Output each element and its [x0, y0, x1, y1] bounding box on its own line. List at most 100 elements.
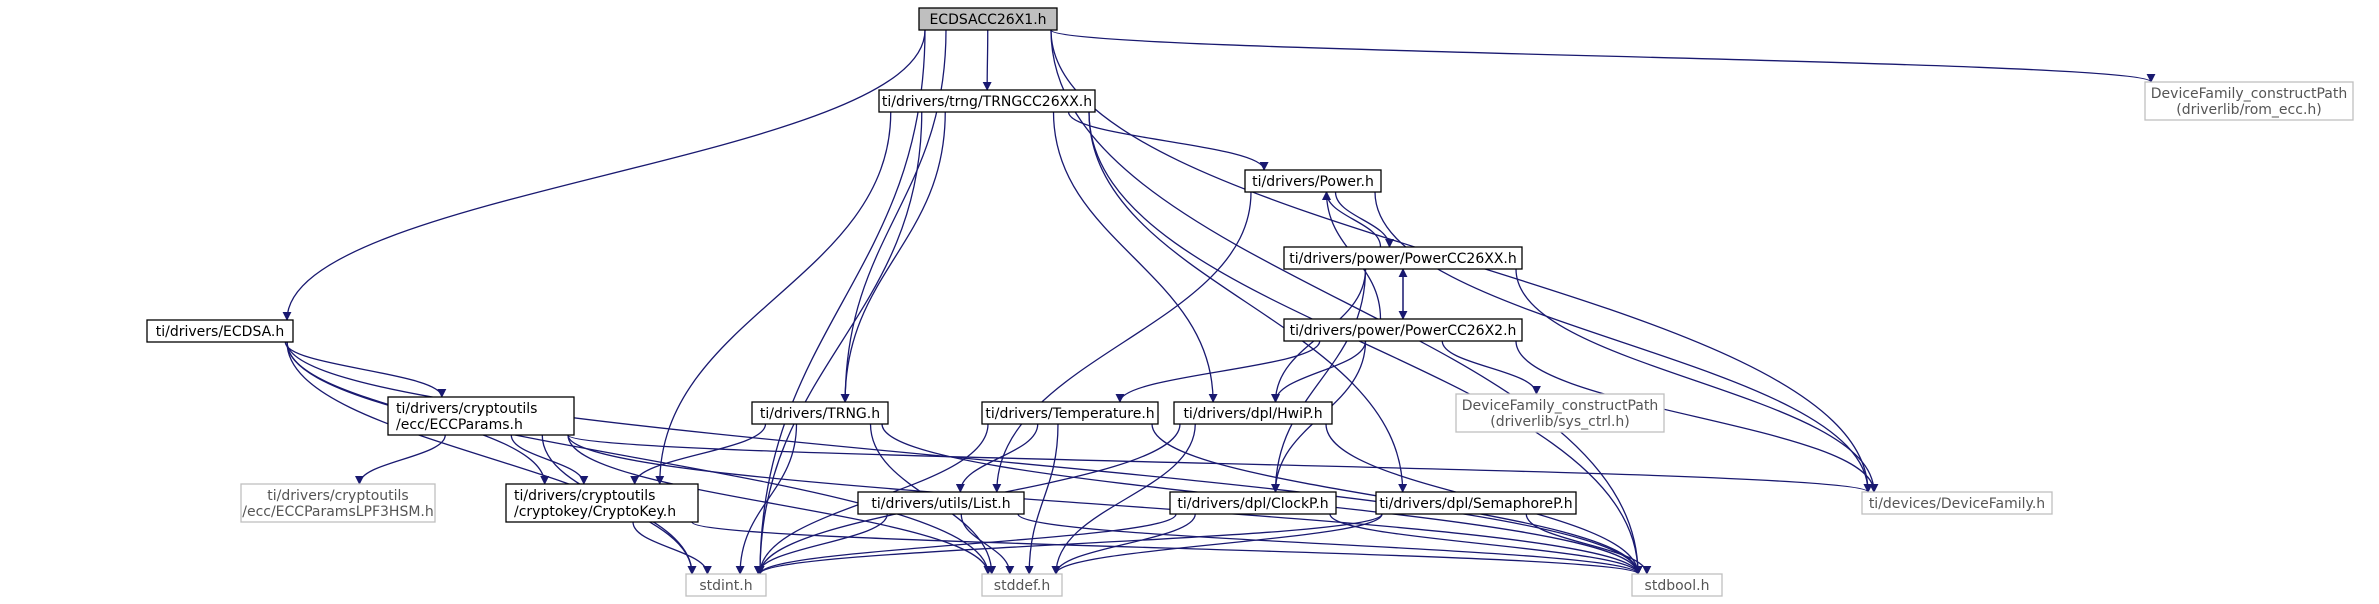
node-label: ti/drivers/power/PowerCC26XX.h — [1289, 251, 1516, 267]
node-box — [2144, 81, 2354, 121]
edge-line — [1271, 268, 1367, 493]
node-devicefamily-constructpath-driverlib-sys-ctrl-h: DeviceFamily_constructPath(driverlib/sys… — [1455, 393, 1665, 433]
edge-line — [1088, 111, 1643, 575]
edge-line — [1322, 191, 1382, 248]
edge-line — [567, 434, 1643, 575]
node-ti-drivers-temperature-h[interactable]: ti/drivers/Temperature.h — [981, 401, 1159, 425]
node-ti-drivers-cryptoutils-cryptokey-cryptokey-h[interactable]: ti/drivers/cryptoutils/cryptokey/CryptoK… — [505, 483, 699, 523]
node-label: ti/drivers/TRNG.h — [760, 406, 880, 422]
edge-line — [1374, 191, 1873, 493]
edge-powercc26xx-to-devicefamily — [1515, 268, 1879, 493]
node-label: ti/drivers/dpl/ClockP.h — [1177, 496, 1328, 512]
edge-powercc26x2-to-dfsys — [1441, 340, 1541, 395]
node-box — [1861, 491, 2053, 515]
node-ti-drivers-ecdsa-h[interactable]: ti/drivers/ECDSA.h — [146, 319, 294, 343]
edge-line — [630, 423, 767, 485]
edge-power-to-powercc26xx — [1334, 191, 1394, 248]
edge-line — [1271, 340, 1367, 403]
node-box — [857, 491, 1025, 515]
node-label: ti/drivers/cryptoutils — [396, 401, 537, 417]
edge-powercc26x2-to-hwip — [1271, 340, 1367, 403]
edge-trngcc-to-trng — [840, 111, 946, 403]
edge-ecdsacc-to-trng — [840, 29, 947, 403]
node-box — [878, 89, 1096, 113]
node-label: ti/drivers/Power.h — [1252, 174, 1374, 190]
node-ti-drivers-trng-trngcc26xx-h[interactable]: ti/drivers/trng/TRNGCC26XX.h — [878, 89, 1096, 113]
edge-powercc26x2-to-devicefamily — [1515, 340, 1879, 493]
node-label: DeviceFamily_constructPath — [2151, 86, 2347, 102]
edge-ecdsacc-to-trngcc — [982, 29, 992, 91]
node-box — [240, 483, 436, 523]
edge-line — [632, 521, 712, 575]
node-label: DeviceFamily_constructPath — [1462, 398, 1658, 414]
node-label: ti/drivers/cryptoutils — [514, 488, 655, 504]
edge-line — [284, 341, 447, 398]
node-label: /ecc/ECCParamsLPF3HSM.h — [242, 504, 434, 520]
edge-trngcc-to-hwip — [1052, 111, 1218, 403]
node-label: ti/drivers/utils/List.h — [871, 496, 1010, 512]
node-ti-drivers-cryptoutils-ecc-eccparamslpf3hsm-h: ti/drivers/cryptoutils/ecc/ECCParamsLPF3… — [240, 483, 436, 523]
edge-cryptokey-to-stdbool — [691, 521, 1643, 575]
edge-trngcc-to-power — [1067, 111, 1269, 171]
edge-eccparams-to-stddef — [567, 434, 993, 575]
node-ti-drivers-cryptoutils-ecc-eccparams-h[interactable]: ti/drivers/cryptoutils/ecc/ECCParams.h — [387, 396, 575, 436]
node-label: ti/drivers/dpl/SemaphoreP.h — [1379, 496, 1572, 512]
edge-semaphorep-to-stdbool — [1525, 513, 1652, 575]
edge-ecdsa-to-stdint — [286, 341, 697, 575]
edge-line — [1051, 513, 1196, 575]
node-box — [1169, 491, 1337, 515]
edge-line — [510, 434, 589, 485]
edge-line — [755, 513, 1383, 575]
dependency-edges — [282, 29, 2156, 575]
node-ti-drivers-dpl-hwip-h[interactable]: ti/drivers/dpl/HwiP.h — [1173, 401, 1333, 425]
edge-temperature-to-stddef — [1024, 423, 1059, 575]
edge-line — [1515, 340, 1879, 493]
edge-trng-to-stdint — [735, 423, 798, 575]
edge-line — [982, 29, 992, 91]
edge-ecdsacc-to-ecdsa — [282, 29, 926, 321]
edge-semaphorep-to-stddef — [1051, 513, 1383, 575]
node-label: ti/drivers/dpl/HwiP.h — [1183, 406, 1322, 422]
edge-clockp-to-stddef — [1051, 513, 1196, 575]
node-ti-drivers-dpl-semaphorep-h[interactable]: ti/drivers/dpl/SemaphoreP.h — [1375, 491, 1577, 515]
edge-line — [840, 111, 946, 403]
edge-line — [840, 29, 947, 403]
node-label: /ecc/ECCParams.h — [396, 417, 523, 433]
edge-semaphorep-to-stdint — [755, 513, 1383, 575]
node-box — [505, 483, 699, 523]
node-ecdsacc26x1-h[interactable]: ECDSACC26X1.h — [918, 7, 1058, 31]
edge-power-to-list — [992, 191, 1252, 493]
edge-line — [567, 434, 993, 575]
edge-line — [755, 111, 923, 575]
edge-clockp-to-stdbool — [1329, 513, 1643, 575]
node-box — [685, 573, 767, 597]
node-ti-drivers-power-h[interactable]: ti/drivers/Power.h — [1244, 169, 1382, 193]
node-label: ti/drivers/ECDSA.h — [156, 324, 285, 340]
edge-line — [1441, 340, 1541, 395]
node-box — [918, 7, 1058, 31]
edge-trng-to-cryptokey — [630, 423, 767, 485]
node-label: ti/drivers/trng/TRNGCC26XX.h — [882, 94, 1092, 110]
edge-ecdsa-to-stddef — [286, 341, 993, 575]
node-box — [387, 396, 575, 436]
edge-line — [755, 513, 1177, 575]
edge-line — [282, 29, 926, 321]
edge-ecdsa-to-stdbool — [286, 341, 1643, 575]
edge-eccparams-to-ecclpf — [354, 434, 446, 485]
edge-line — [1017, 513, 1643, 575]
edge-list-to-stdint — [753, 513, 888, 575]
node-ti-drivers-power-powercc26x2-h[interactable]: ti/drivers/power/PowerCC26X2.h — [1283, 318, 1523, 342]
node-ti-drivers-power-powercc26xx-h[interactable]: ti/drivers/power/PowerCC26XX.h — [1283, 246, 1523, 270]
node-stdbool-h: stdbool.h — [1631, 573, 1723, 597]
node-ti-drivers-dpl-clockp-h[interactable]: ti/drivers/dpl/ClockP.h — [1169, 491, 1337, 515]
node-box — [751, 401, 889, 425]
header-nodes: ECDSACC26X1.h ti/drivers/trng/TRNGCC26XX.… — [146, 7, 2354, 597]
node-ti-drivers-trng-h[interactable]: ti/drivers/TRNG.h — [751, 401, 889, 425]
edge-trngcc-to-stdbool — [1088, 111, 1643, 575]
edge-ecdsacc-to-stdbool — [1050, 29, 1643, 575]
node-box — [1631, 573, 1723, 597]
edge-line — [1051, 513, 1383, 575]
node-ti-drivers-utils-list-h[interactable]: ti/drivers/utils/List.h — [857, 491, 1025, 515]
edge-line — [1515, 268, 1879, 493]
node-label: ECDSACC26X1.h — [929, 12, 1046, 28]
